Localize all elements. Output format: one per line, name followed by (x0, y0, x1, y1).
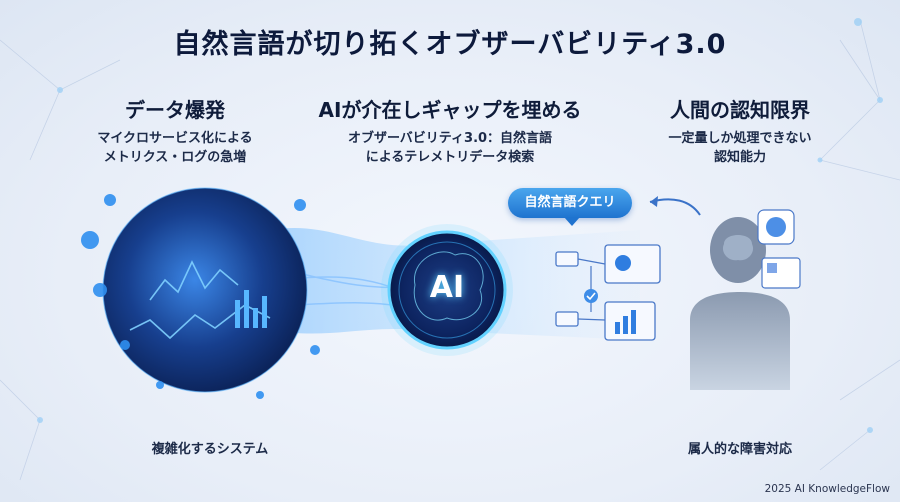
column-human-limits: 人間の認知限界 一定量しか処理できない 認知能力 (620, 94, 860, 167)
footer-left-label: 複雑化するシステム (151, 442, 269, 457)
page-title: 自然言語が切り拓くオブザーバビリティ3.0 (173, 29, 727, 60)
column-ai-bridge: AIが介在しギャップを埋める オブザーバビリティ3.0：自然言語 によるテレメト… (300, 94, 600, 167)
column-subtext-2: メトリクス・ログの急増 (103, 150, 247, 165)
column-subtext-1: マイクロサービス化による (97, 131, 253, 146)
column-heading: 人間の認知限界 (670, 98, 810, 122)
ai-core-label: AI (429, 270, 465, 305)
column-subtext-1: オブザーバビリティ3.0：自然言語 (347, 131, 553, 146)
credit-text: 2025 AI KnowledgeFlow (764, 483, 890, 495)
natural-language-query-bubble: 自然言語クエリ (508, 188, 632, 226)
column-data-explosion: データ爆発 マイクロサービス化による メトリクス・ログの急増 (55, 94, 295, 167)
column-subtext-2: 認知能力 (713, 150, 766, 165)
column-subtext-2: によるテレメトリデータ検索 (365, 150, 535, 165)
column-heading: データ爆発 (125, 98, 225, 122)
column-heading: AIが介在しギャップを埋める (318, 98, 582, 122)
column-subtext-1: 一定量しか処理できない (668, 131, 812, 146)
footer-right-label: 属人的な障害対応 (687, 442, 792, 457)
